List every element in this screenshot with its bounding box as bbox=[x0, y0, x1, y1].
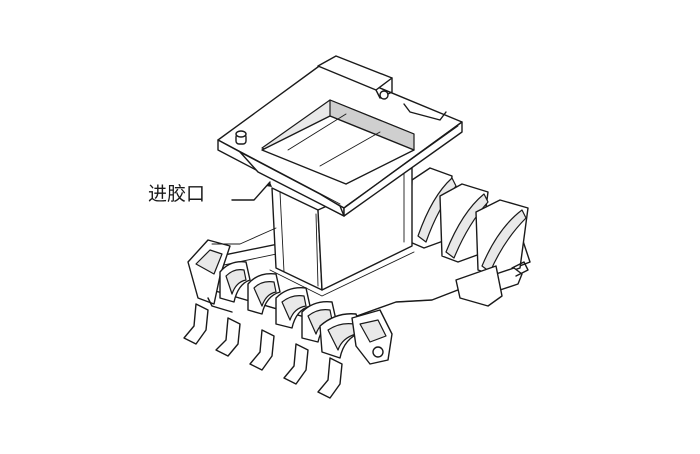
terminal-pin bbox=[249, 287, 311, 371]
injection-gate-label: 进胶口 bbox=[148, 183, 206, 205]
top-flange bbox=[217, 55, 463, 217]
terminal-pin bbox=[183, 261, 251, 345]
terminal-pin bbox=[317, 313, 363, 399]
right-end-block bbox=[351, 309, 393, 365]
terminal-pin bbox=[215, 273, 281, 357]
callout-leader bbox=[211, 181, 277, 245]
right-pin-row bbox=[409, 167, 529, 307]
terminal-pin bbox=[283, 301, 337, 385]
left-terminal-block bbox=[187, 239, 233, 313]
winding-tube bbox=[269, 167, 415, 297]
front-pin-row bbox=[183, 261, 393, 399]
